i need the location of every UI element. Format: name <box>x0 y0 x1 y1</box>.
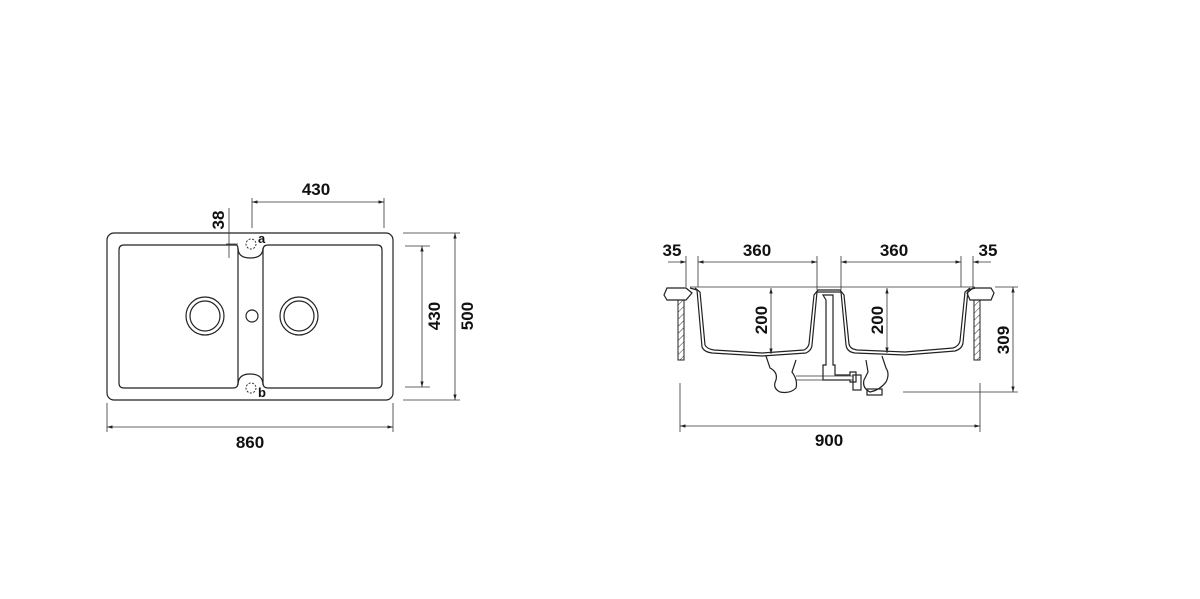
overflow-b <box>245 382 257 394</box>
dim-bowl-left: 360 <box>743 241 771 260</box>
top-view: a b 430 38 430 500 860 <box>106 180 477 452</box>
tap-hole <box>245 309 259 323</box>
waste-connector <box>852 374 862 391</box>
right-bowl <box>262 244 383 389</box>
left-bowl-profile <box>689 287 976 357</box>
dim-rim-right: 35 <box>979 241 998 260</box>
side-view: 35 360 360 35 200 200 309 900 <box>663 241 1018 450</box>
label-b: b <box>258 385 266 400</box>
dim-rim-left: 35 <box>663 241 682 260</box>
dim-bowl-width: 430 <box>302 180 330 199</box>
left-drain-trap <box>765 355 798 394</box>
overflow-a <box>245 238 257 250</box>
dim-depth: 500 <box>458 302 477 330</box>
right-drain <box>279 296 319 336</box>
label-a: a <box>258 231 266 246</box>
left-bowl <box>118 244 239 389</box>
left-drain <box>185 296 225 336</box>
dim-bowl-depth-right: 200 <box>868 306 887 334</box>
counter-right <box>966 287 995 301</box>
dim-bowl-depth-left: 200 <box>752 306 771 334</box>
cabinet-wall-right <box>973 299 981 361</box>
dim-bowl-depth: 430 <box>425 302 444 330</box>
sink-outline <box>106 232 394 401</box>
right-drain-trap <box>863 355 889 393</box>
dim-total-height: 309 <box>994 326 1013 354</box>
dim-width: 860 <box>236 433 264 452</box>
overflow-notch-bottom <box>237 373 264 386</box>
overflow-pipe <box>821 294 857 383</box>
dim-rim: 38 <box>209 211 228 230</box>
dim-total-width: 900 <box>815 431 843 450</box>
dim-bowl-right: 360 <box>880 241 908 260</box>
counter-left <box>663 287 693 301</box>
overflow-notch-top <box>237 247 264 259</box>
cabinet-wall-left <box>677 299 685 361</box>
